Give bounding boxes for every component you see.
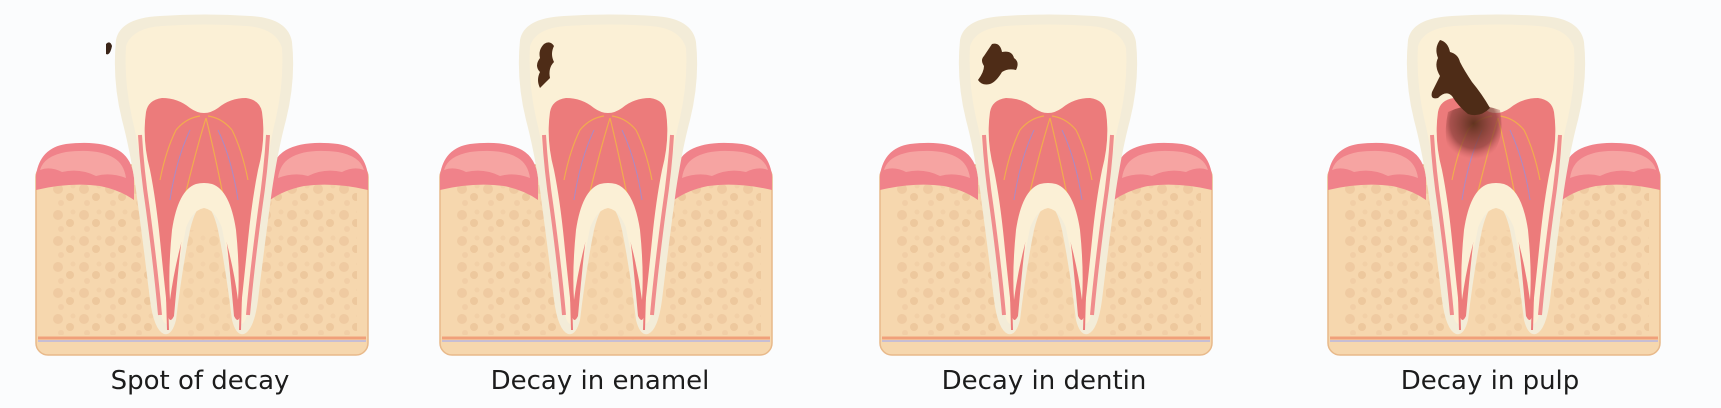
tooth-panel-dentin (878, 12, 1214, 357)
caption-spot-of-decay: Spot of decay (110, 366, 290, 396)
caption-decay-in-pulp: Decay in pulp (1400, 366, 1580, 396)
decay-dentin (978, 43, 1018, 85)
decay-pulp-cavity (1431, 40, 1490, 116)
tooth-panel-pulp (1326, 12, 1662, 357)
tooth-panel-enamel (438, 12, 774, 357)
decay-spot (106, 42, 112, 55)
tooth-panel-spot (34, 12, 370, 357)
caption-decay-in-dentin: Decay in dentin (941, 366, 1147, 396)
decay-enamel (537, 42, 554, 88)
caption-decay-in-enamel: Decay in enamel (490, 366, 710, 396)
decay-pulp-spread (1445, 105, 1502, 165)
